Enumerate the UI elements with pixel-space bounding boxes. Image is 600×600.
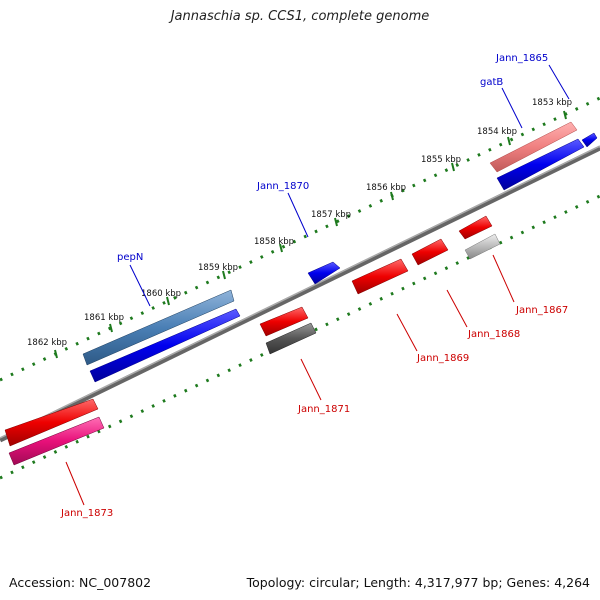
gene-label-gatb: gatB xyxy=(480,77,503,88)
genome-title: Jannaschia sp. CCS1, complete genome xyxy=(170,9,430,24)
gene-forward-1854[interactable] xyxy=(496,138,585,191)
upper-scale-track xyxy=(0,96,600,382)
gene-jann-1866[interactable] xyxy=(464,233,501,260)
scale-tick-marks xyxy=(54,110,567,359)
scale-label: 1862 kbp xyxy=(27,338,67,348)
scale-labels: 1853 kbp 1854 kbp 1855 kbp 1856 kbp 1857… xyxy=(27,98,572,348)
gene-label-jann-1871: Jann_1871 xyxy=(297,404,350,415)
gene-jann-1868[interactable] xyxy=(411,238,449,266)
scale-label: 1861 kbp xyxy=(84,313,124,323)
gene-jann-1873[interactable] xyxy=(8,416,105,466)
gene-forward-1861[interactable] xyxy=(89,308,241,383)
scale-label: 1855 kbp xyxy=(421,155,461,165)
gene-jann-1872[interactable] xyxy=(265,322,317,355)
scale-label: 1859 kbp xyxy=(198,263,238,273)
gene-gatb[interactable] xyxy=(489,121,578,173)
gene-label-jann-1869: Jann_1869 xyxy=(416,353,469,364)
gene-label-jann-1870: Jann_1870 xyxy=(256,181,309,192)
gene-pepn[interactable] xyxy=(82,289,235,366)
scale-label: 1860 kbp xyxy=(141,289,181,299)
gene-jann-1871[interactable] xyxy=(259,306,309,337)
accession-text: Accession: NC_007802 xyxy=(9,575,152,590)
gene-reverse-1873a[interactable] xyxy=(4,398,99,447)
gene-label-pepn: pepN xyxy=(117,252,143,263)
scale-label: 1854 kbp xyxy=(477,127,517,137)
genome-backbone xyxy=(0,145,600,443)
gene-jann-1869[interactable] xyxy=(351,258,409,295)
scale-label: 1857 kbp xyxy=(311,210,351,220)
gene-label-jann-1868: Jann_1868 xyxy=(467,329,520,340)
scale-label: 1856 kbp xyxy=(366,183,406,193)
genome-summary-text: Topology: circular; Length: 4,317,977 bp… xyxy=(246,575,590,590)
scale-label: 1858 kbp xyxy=(254,237,294,247)
gene-jann-1867[interactable] xyxy=(458,215,493,240)
gene-jann-1865[interactable] xyxy=(581,132,598,148)
label-leaders xyxy=(65,64,570,506)
gene-label-jann-1873: Jann_1873 xyxy=(60,508,113,519)
gene-jann-1870[interactable] xyxy=(307,261,341,285)
scale-label: 1853 kbp xyxy=(532,98,572,108)
lower-scale-track xyxy=(0,194,600,480)
gene-label-jann-1865: Jann_1865 xyxy=(495,53,548,64)
gene-label-jann-1867: Jann_1867 xyxy=(515,305,568,316)
